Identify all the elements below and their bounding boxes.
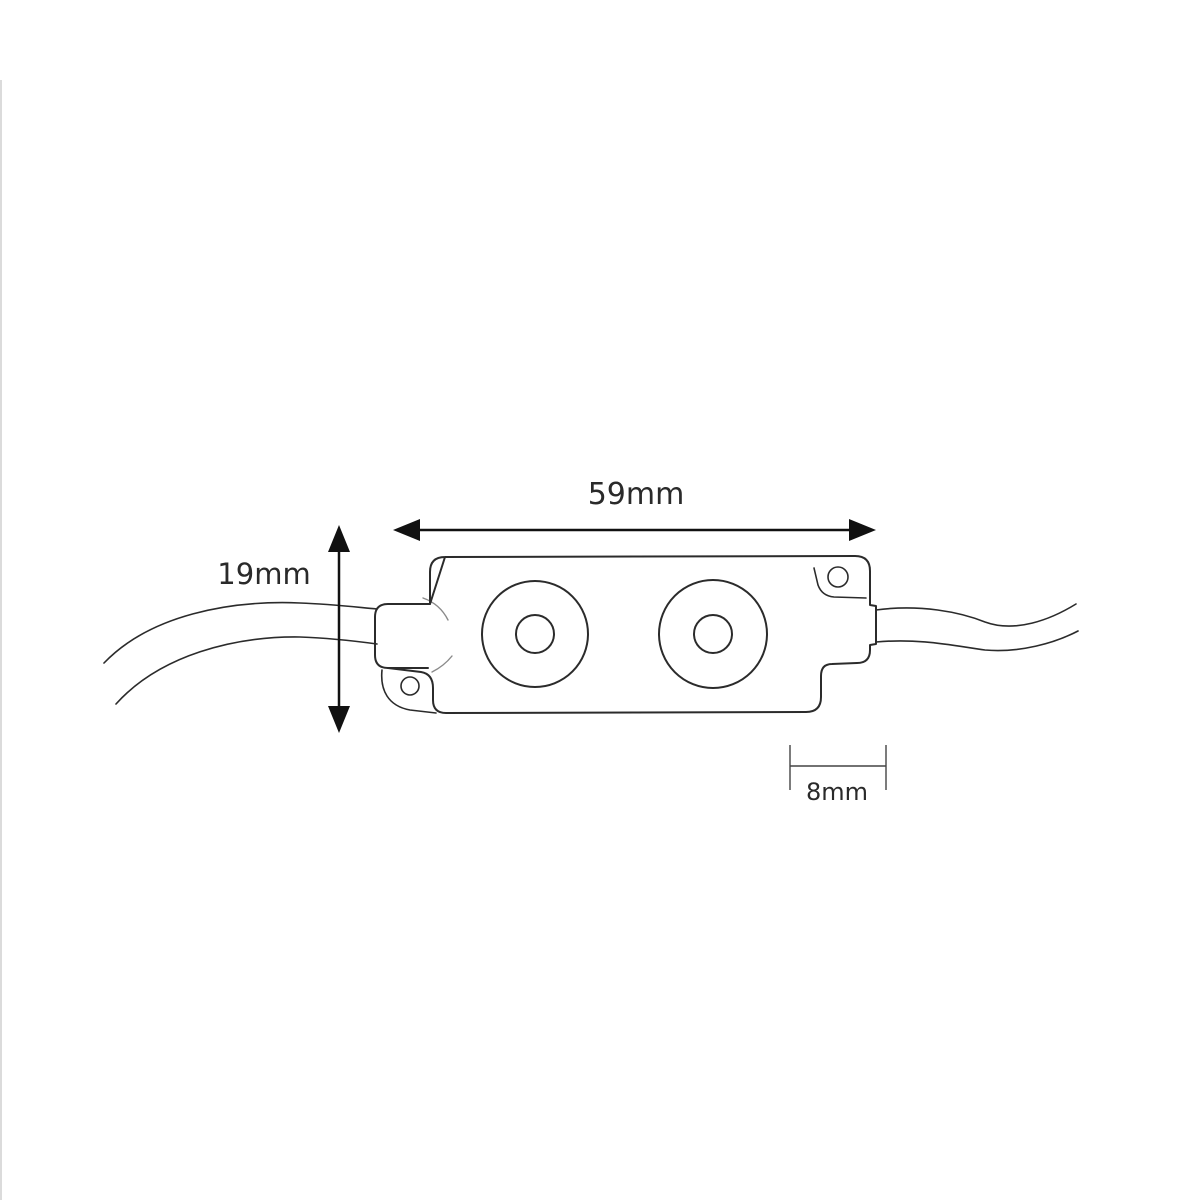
height-dimension: 19mm	[217, 525, 350, 733]
left-cable-boot	[374, 603, 431, 669]
left-cable-lower-wire	[115, 636, 378, 705]
length-label: 59mm	[588, 477, 685, 512]
height-arrow-top	[328, 525, 350, 552]
led-1-lens-outer	[481, 580, 589, 688]
right-mounting-tab	[813, 567, 867, 599]
led-1	[481, 580, 589, 688]
led-2-lens-outer	[658, 579, 768, 689]
height-arrow-bottom	[328, 706, 350, 733]
depth-dimension: 8mm	[789, 745, 887, 806]
module-housing	[387, 555, 877, 714]
length-dimension: 59mm	[393, 477, 876, 541]
length-arrow-right	[849, 519, 876, 541]
left-cable-upper-wire	[103, 601, 378, 664]
mounting-hole-right	[827, 566, 849, 588]
led-1-lens-inner	[515, 614, 555, 654]
left-boot-seam-lower	[431, 655, 453, 673]
depth-label: 8mm	[806, 778, 868, 806]
mounting-hole-left	[400, 676, 420, 696]
led-2-lens-inner	[693, 614, 733, 654]
right-cable	[875, 603, 1079, 652]
length-arrow-left	[393, 519, 420, 541]
led-module	[374, 555, 877, 714]
left-mounting-tab	[380, 669, 437, 714]
right-cable-lower-wire	[875, 630, 1079, 652]
height-label: 19mm	[217, 557, 310, 591]
left-cable	[103, 601, 378, 705]
led-2	[658, 579, 768, 689]
left-boot-seam-upper	[422, 597, 449, 621]
right-cable-upper-wire	[875, 603, 1077, 627]
